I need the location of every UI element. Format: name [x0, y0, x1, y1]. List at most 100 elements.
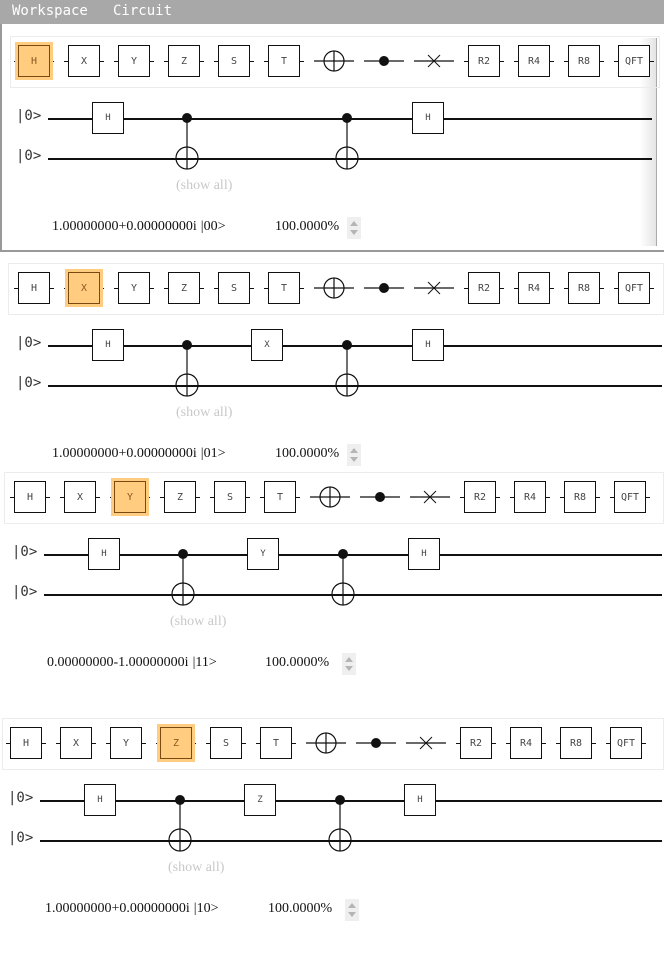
gate-palette: [10, 36, 660, 88]
circuit-gate-h[interactable]: H: [408, 538, 440, 570]
circuit-gate-h[interactable]: H: [84, 784, 116, 816]
circuit-gate-h[interactable]: H: [412, 102, 444, 134]
spin-down-icon[interactable]: [350, 457, 358, 462]
probability-spinner[interactable]: [347, 444, 361, 466]
spin-up-icon[interactable]: [350, 448, 358, 453]
palette-gate-r8[interactable]: R8: [568, 45, 600, 77]
qubit-label-0[interactable]: |0>: [16, 335, 42, 351]
palette-swap-icon[interactable]: [410, 481, 450, 513]
palette-cnot-target-icon[interactable]: [306, 727, 346, 759]
circuit-gate-h[interactable]: H: [88, 538, 120, 570]
qubit-label-1[interactable]: |0>: [16, 375, 42, 391]
cnot-gate-icon[interactable]: [335, 339, 359, 397]
show-all-link[interactable]: (show all): [170, 614, 227, 629]
palette-gate-z[interactable]: Z: [168, 272, 200, 304]
palette-gate-x[interactable]: X: [65, 269, 103, 307]
circuit-gate-x[interactable]: X: [251, 329, 283, 361]
palette-gate-y[interactable]: Y: [111, 478, 149, 516]
circuit-gate-h[interactable]: H: [412, 329, 444, 361]
qubit-label-1[interactable]: |0>: [12, 584, 38, 600]
palette-gate-r8[interactable]: R8: [568, 272, 600, 304]
cnot-gate-icon[interactable]: [171, 548, 195, 606]
palette-gate-qft[interactable]: QFT: [614, 481, 646, 513]
palette-gate-r4[interactable]: R4: [518, 45, 550, 77]
cnot-gate-icon[interactable]: [175, 112, 199, 170]
probability-spinner[interactable]: [345, 899, 359, 921]
palette-gate-s[interactable]: S: [218, 45, 250, 77]
palette-gate-t[interactable]: T: [268, 45, 300, 77]
palette-control-dot-icon[interactable]: [356, 727, 396, 759]
qubit-label-0[interactable]: |0>: [8, 790, 34, 806]
cnot-gate-icon[interactable]: [168, 794, 192, 852]
palette-cnot-target-icon[interactable]: [314, 272, 354, 304]
palette-gate-z[interactable]: Z: [157, 724, 195, 762]
palette-gate-r8[interactable]: R8: [560, 727, 592, 759]
scrollbar[interactable]: [640, 38, 657, 246]
cnot-gate-icon[interactable]: [335, 112, 359, 170]
cnot-gate-icon[interactable]: [331, 548, 355, 606]
spin-down-icon[interactable]: [345, 666, 353, 671]
palette-gate-h[interactable]: H: [18, 272, 50, 304]
palette-gate-s[interactable]: S: [218, 272, 250, 304]
palette-control-dot-icon[interactable]: [364, 272, 404, 304]
spin-down-icon[interactable]: [350, 230, 358, 235]
palette-gate-r4[interactable]: R4: [518, 272, 550, 304]
show-all-link[interactable]: (show all): [176, 405, 233, 420]
palette-control-dot-icon[interactable]: [364, 45, 404, 77]
show-all-link[interactable]: (show all): [176, 178, 233, 193]
qubit-label-1[interactable]: |0>: [8, 830, 34, 846]
palette-gate-t[interactable]: T: [264, 481, 296, 513]
qubit-label-0[interactable]: |0>: [12, 544, 38, 560]
palette-gate-y[interactable]: Y: [118, 45, 150, 77]
palette-gate-s[interactable]: S: [210, 727, 242, 759]
cnot-gate-icon[interactable]: [328, 794, 352, 852]
palette-gate-r2[interactable]: R2: [468, 45, 500, 77]
menu-circuit[interactable]: Circuit: [113, 3, 173, 19]
palette-gate-t[interactable]: T: [268, 272, 300, 304]
palette-gate-z[interactable]: Z: [168, 45, 200, 77]
palette-cnot-target-icon[interactable]: [310, 481, 350, 513]
palette-cnot-target-icon[interactable]: [314, 45, 354, 77]
palette-gate-r2[interactable]: R2: [468, 272, 500, 304]
menu-workspace[interactable]: Workspace: [12, 3, 88, 19]
palette-gate-x[interactable]: X: [64, 481, 96, 513]
palette-swap-icon[interactable]: [414, 45, 454, 77]
palette-gate-z[interactable]: Z: [164, 481, 196, 513]
palette-gate-x[interactable]: X: [60, 727, 92, 759]
circuit-gate-z[interactable]: Z: [244, 784, 276, 816]
palette-gate-r8[interactable]: R8: [564, 481, 596, 513]
palette-gate-r4[interactable]: R4: [514, 481, 546, 513]
palette-gate-r2[interactable]: R2: [464, 481, 496, 513]
circuit-gate-h[interactable]: H: [404, 784, 436, 816]
spin-up-icon[interactable]: [350, 221, 358, 226]
palette-gate-x[interactable]: X: [68, 45, 100, 77]
spin-down-icon[interactable]: [348, 912, 356, 917]
palette-gate-s[interactable]: S: [214, 481, 246, 513]
palette-gate-qft[interactable]: QFT: [618, 272, 650, 304]
palette-control-dot-icon[interactable]: [360, 481, 400, 513]
palette-swap-icon[interactable]: [406, 727, 446, 759]
palette-gate-y[interactable]: Y: [110, 727, 142, 759]
circuit-gate-h[interactable]: H: [92, 329, 124, 361]
palette-gate-h[interactable]: H: [15, 42, 53, 80]
spin-up-icon[interactable]: [348, 903, 356, 908]
probability-spinner[interactable]: [342, 653, 356, 675]
qubit-label-1[interactable]: |0>: [16, 148, 42, 164]
spin-up-icon[interactable]: [345, 657, 353, 662]
qubit-label-0[interactable]: |0>: [16, 108, 42, 124]
palette-gate-qft[interactable]: QFT: [610, 727, 642, 759]
palette-gate-t[interactable]: T: [260, 727, 292, 759]
palette-swap-icon[interactable]: [414, 272, 454, 304]
probability-spinner[interactable]: [347, 217, 361, 239]
palette-gate-r4[interactable]: R4: [510, 727, 542, 759]
amplitude-value: 1.00000000+0.00000000i: [52, 219, 197, 234]
palette-gate-qft[interactable]: QFT: [618, 45, 650, 77]
circuit-gate-y[interactable]: Y: [247, 538, 279, 570]
show-all-link[interactable]: (show all): [168, 860, 225, 875]
circuit-gate-h[interactable]: H: [92, 102, 124, 134]
cnot-gate-icon[interactable]: [175, 339, 199, 397]
palette-gate-y[interactable]: Y: [118, 272, 150, 304]
palette-gate-r2[interactable]: R2: [460, 727, 492, 759]
palette-gate-h[interactable]: H: [14, 481, 46, 513]
palette-gate-h[interactable]: H: [10, 727, 42, 759]
